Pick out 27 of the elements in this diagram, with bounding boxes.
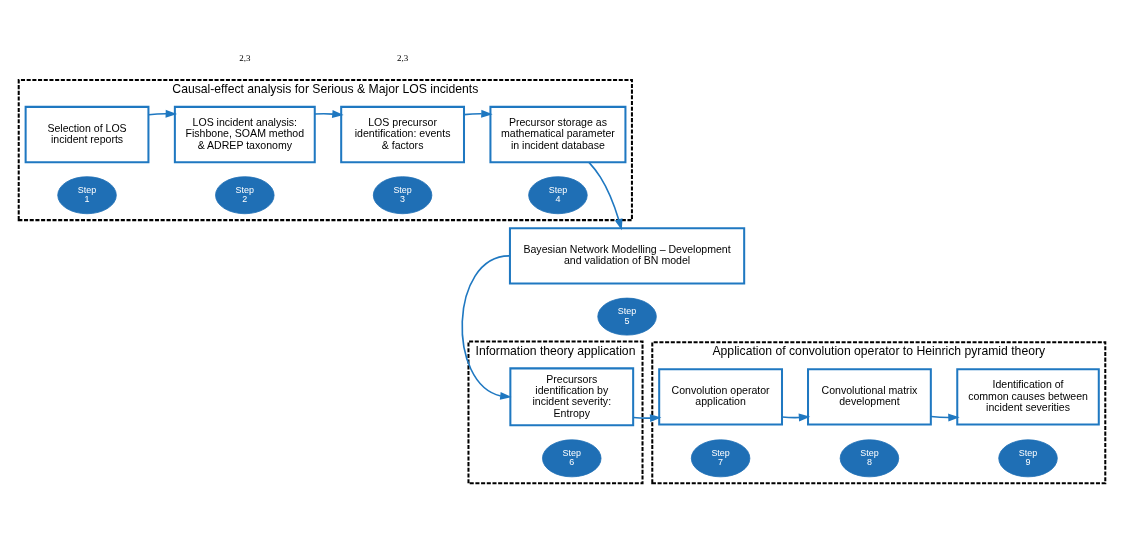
node-ellipse: Step 9	[998, 438, 1058, 477]
node-box: Identification of common causes between incident severities	[956, 367, 1100, 425]
arrow	[588, 161, 623, 230]
arrow	[463, 109, 493, 118]
node-ellipse: Step 8	[839, 438, 900, 477]
node-box: Selection of LOS incident reports	[24, 105, 150, 163]
node-box: Precursors identification by incident severity: Entropy	[509, 366, 635, 426]
arrow	[313, 109, 344, 118]
node-box: Convolution operator application	[658, 367, 783, 425]
arrow	[461, 254, 512, 400]
label: 2,3	[397, 52, 409, 63]
node-ellipse: Step 4	[528, 175, 588, 214]
node-box: Precursor storage as mathematical parameter in incident database	[489, 105, 627, 163]
node-box: Convolutional matrix development	[807, 367, 932, 425]
node-ellipse: Step 3	[372, 175, 433, 214]
node-ellipse: Step 6	[542, 438, 602, 477]
node-box: LOS precursor identification: events & factors	[340, 105, 465, 163]
node-box: Bayesian Network Modelling – Development and validation of BN model	[508, 226, 746, 285]
arrow	[930, 413, 960, 422]
node-box: LOS incident analysis: Fishbone, SOAM method & ADREP taxonomy	[173, 105, 316, 163]
node-ellipse: Step 5	[597, 297, 657, 336]
arrow	[147, 109, 178, 118]
node-ellipse: Step 7	[690, 438, 751, 477]
node-ellipse: Step 2	[215, 175, 275, 214]
label: 2,3	[239, 52, 251, 63]
node-ellipse: Step 1	[57, 175, 117, 214]
arrow	[632, 413, 662, 422]
